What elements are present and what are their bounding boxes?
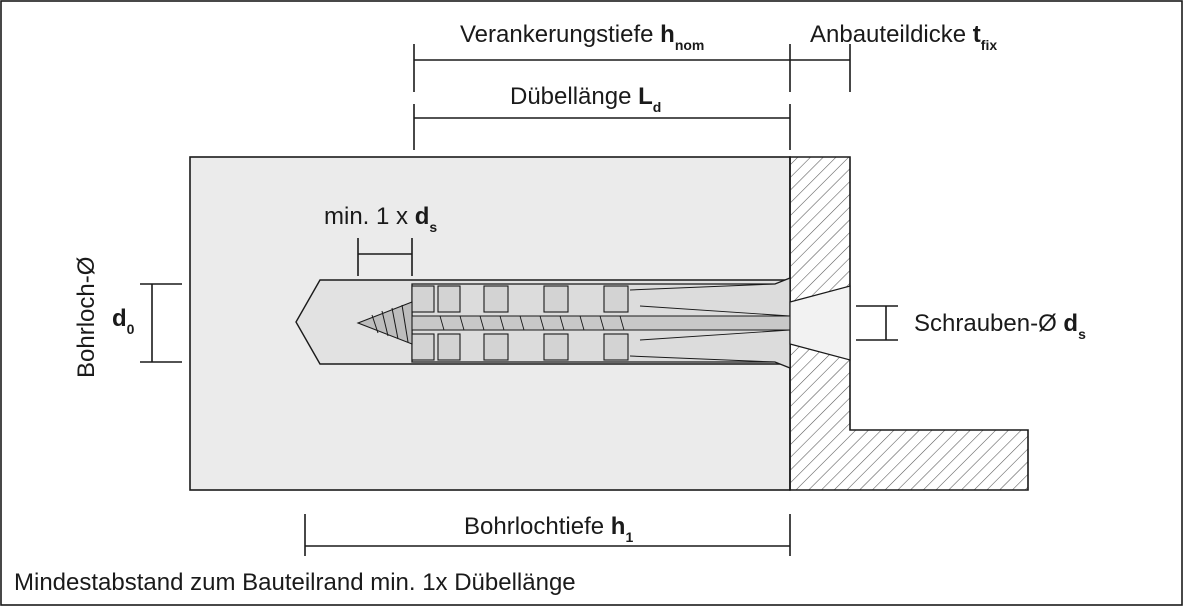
plug-length-dimension <box>413 104 791 150</box>
hole-diameter-label: Bohrloch-Ø <box>73 257 100 378</box>
fixture-part <box>789 156 1029 491</box>
hole-depth-label: Bohrlochtiefe h1 <box>464 513 633 545</box>
fixture-thickness-label: Anbauteildicke tfix <box>810 21 997 53</box>
min-distance-label: min. 1 x ds <box>324 203 437 235</box>
hole-depth-dimension <box>304 514 791 556</box>
screw-diameter-dimension <box>856 305 898 341</box>
screw-diameter-label: Schrauben-Ø ds <box>914 310 1086 342</box>
screw <box>356 285 851 361</box>
hole-diameter-symbol: d0 <box>112 305 135 337</box>
footer-note: Mindestabstand zum Bauteilrand min. 1x D… <box>14 569 576 596</box>
anchoring-depth-label: Verankerungstiefe hnom <box>460 21 704 53</box>
anchoring-depth-dimension <box>413 44 851 92</box>
plug-length-label: Dübellänge Ld <box>510 83 661 115</box>
min-distance-dimension <box>357 238 413 276</box>
hole-diameter-dimension <box>140 283 182 363</box>
